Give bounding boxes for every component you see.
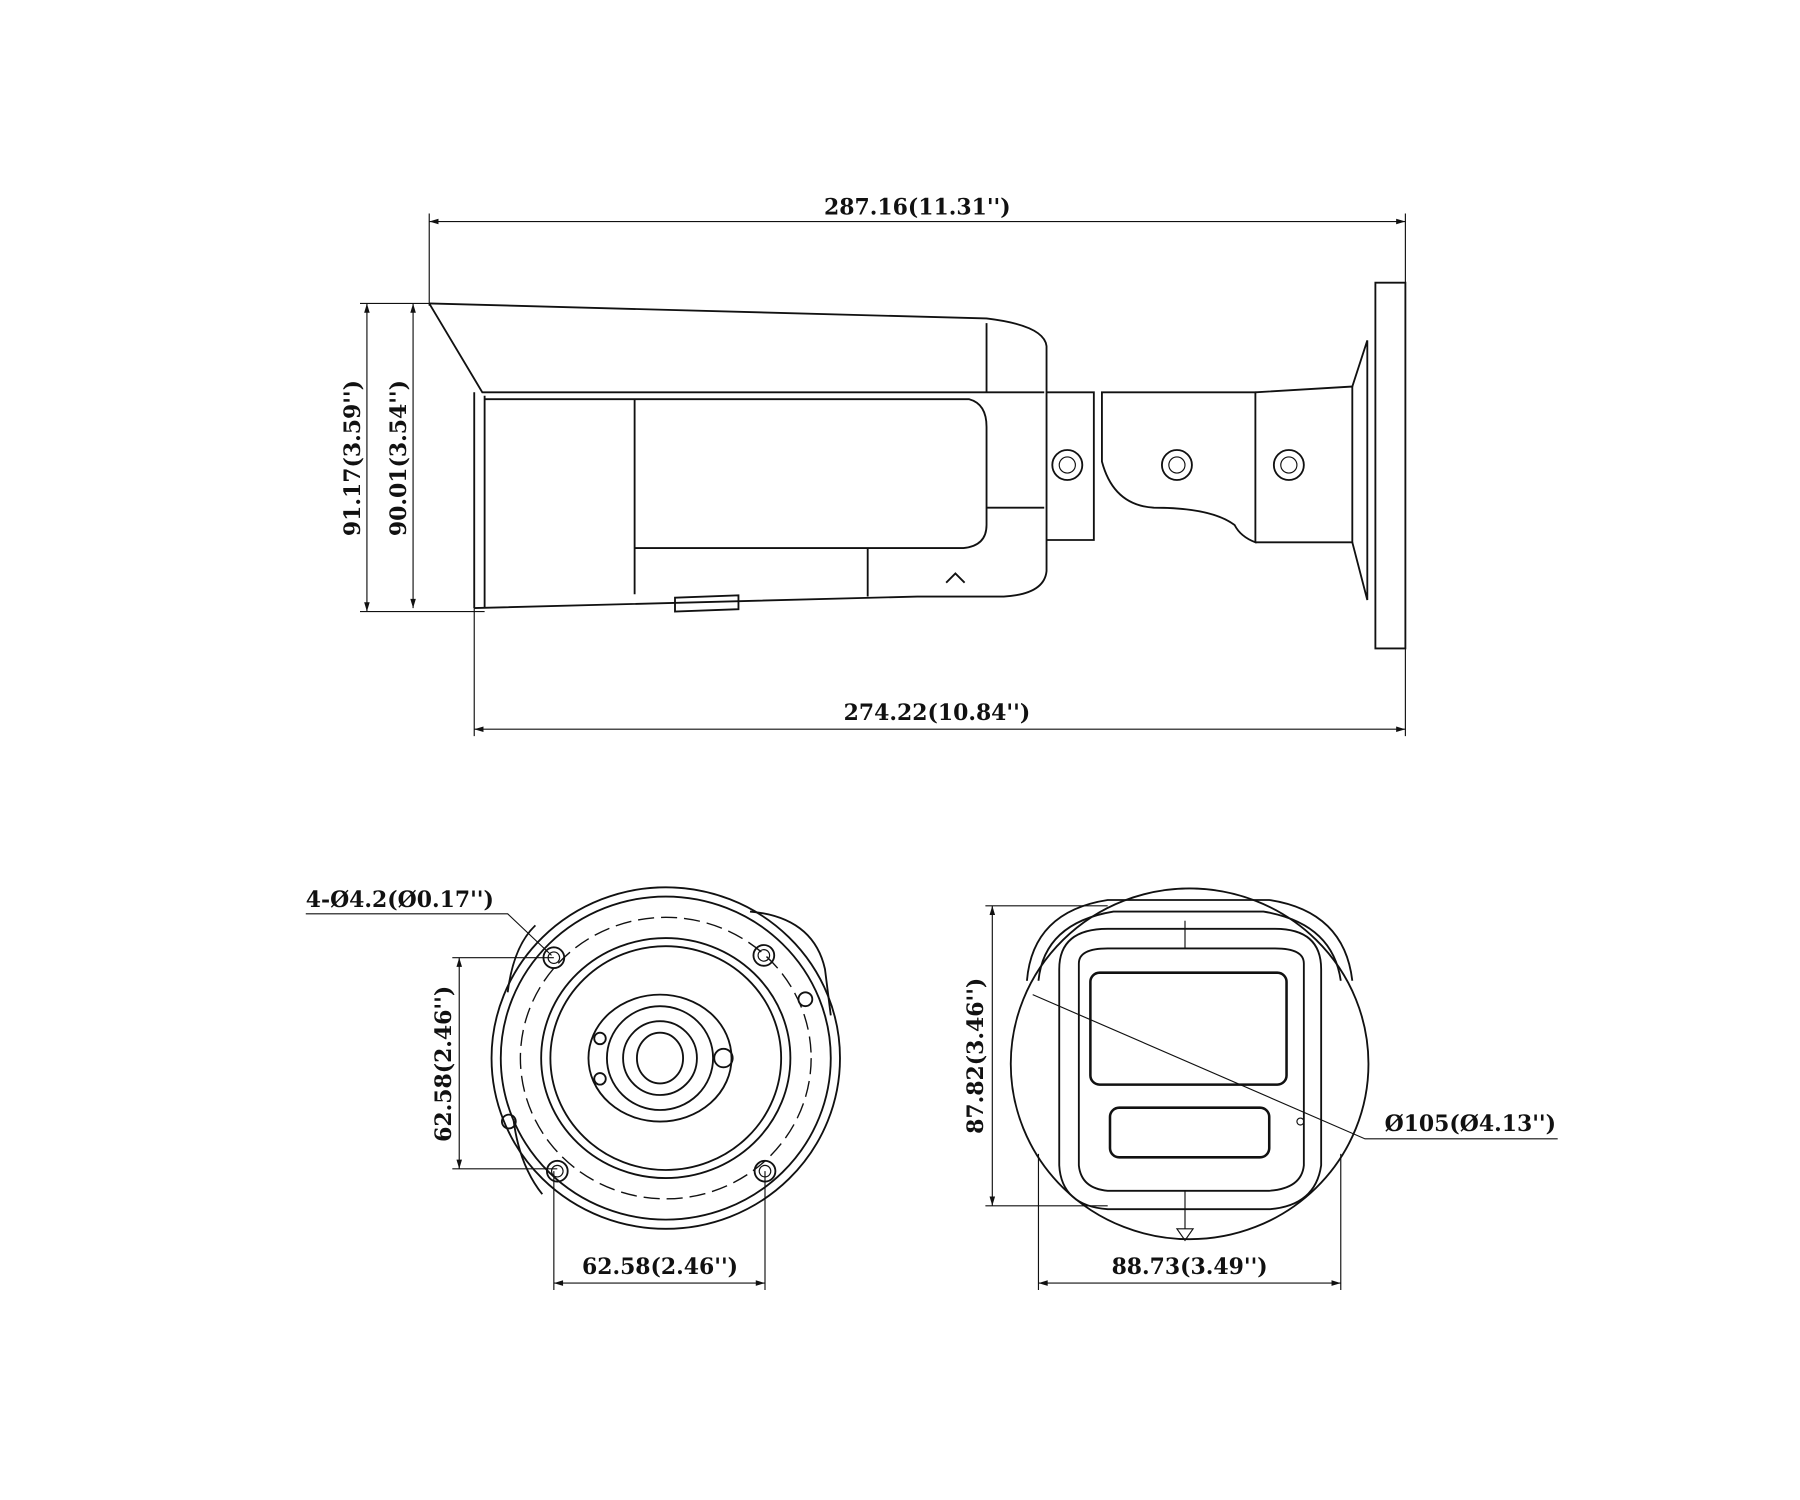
lens-window bbox=[1089, 971, 1288, 1086]
front-view: 87.82(3.46'') 88.73(3.49'') Ø105(Ø4.13''… bbox=[963, 887, 1558, 1290]
front-height-label: 87.82(3.46'') bbox=[963, 978, 989, 1134]
mount-view: 4-Ø4.2(Ø0.17'') 62.58(2.46'') 62.58(2.46… bbox=[306, 886, 841, 1290]
side-view: 287.16(11.31'') 274.22(10.84'') 91.17(3.… bbox=[340, 195, 1407, 737]
front-width-label: 88.73(3.49'') bbox=[1112, 1254, 1268, 1280]
mounting-hole-icon bbox=[546, 1159, 569, 1183]
mounting-hole-icon bbox=[752, 944, 776, 967]
screw-icon bbox=[1272, 449, 1305, 481]
hole-spec-label: 4-Ø4.2(Ø0.17'') bbox=[306, 887, 494, 913]
hole-spacing-vertical-label: 62.58(2.46'') bbox=[431, 986, 457, 1142]
body-height-label: 90.01(3.54'') bbox=[386, 380, 412, 536]
lens-icon bbox=[587, 993, 734, 1123]
overall-length-label: 287.16(11.31'') bbox=[824, 195, 1011, 221]
camera-body-side bbox=[428, 281, 1407, 650]
diameter-label: Ø105(Ø4.13'') bbox=[1385, 1111, 1556, 1137]
screw-icon bbox=[1161, 449, 1193, 481]
screw-icon bbox=[1051, 449, 1084, 481]
ir-window bbox=[1108, 1106, 1271, 1159]
overall-height-label: 91.17(3.59'') bbox=[340, 380, 366, 536]
hole-spacing-horizontal-label: 62.58(2.46'') bbox=[582, 1254, 738, 1280]
body-length-label: 274.22(10.84'') bbox=[844, 700, 1031, 726]
